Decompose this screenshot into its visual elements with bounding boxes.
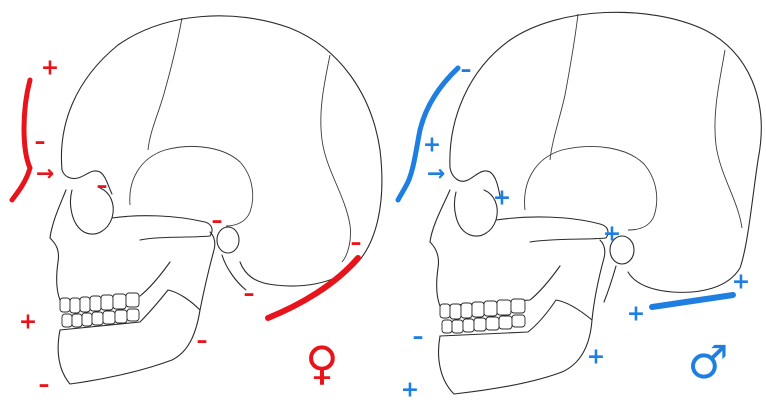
male-mark-mastoid: + [627, 302, 645, 327]
female-zygomatic [112, 216, 212, 240]
female-lambdoid-suture [321, 55, 351, 262]
female-mark-forehead: + [41, 56, 59, 81]
female-symbol-icon: ♀ [305, 336, 339, 390]
female-nasal [50, 190, 66, 262]
female-mark-chin: – [39, 373, 50, 398]
female-forehead-curve [12, 80, 30, 200]
female-mark-mastoid: – [244, 282, 255, 307]
female-mark-brow: – [35, 130, 46, 155]
male-mastoid [604, 266, 616, 302]
male-mark-zygomatic: + [603, 222, 621, 247]
male-mark-orbit: + [493, 186, 511, 211]
male-mark-chin: + [401, 378, 419, 403]
female-mastoid [222, 255, 246, 290]
female-mark-occipital: – [351, 231, 362, 256]
male-lambdoid-suture [715, 50, 742, 228]
male-orbit [455, 190, 498, 236]
male-mark-glabella-arrow: → [427, 162, 445, 187]
male-mark-mouth: – [413, 325, 424, 350]
female-coronal-suture [148, 18, 182, 150]
female-mark-zygomatic: – [212, 209, 223, 234]
male-mark-occipital: + [732, 270, 750, 295]
male-mark-brow: + [423, 133, 441, 158]
female-mark-glabella-arrow: → [36, 162, 54, 187]
male-mark-gonial: + [587, 345, 605, 370]
female-maxilla [57, 262, 170, 300]
female-skull [50, 16, 382, 384]
male-cranium-outline [450, 12, 761, 292]
male-coronal-suture [550, 14, 578, 160]
male-mark-forehead: – [461, 58, 472, 83]
male-annotations: – + → + + + – + + + ♂ [398, 58, 750, 403]
female-mark-mouth: + [19, 310, 37, 335]
male-symbol-icon: ♂ [687, 335, 728, 389]
female-mark-orbit: – [97, 174, 108, 199]
female-temporal-suture [130, 146, 253, 226]
female-mark-gonial: – [197, 329, 208, 354]
male-nasal [430, 190, 450, 268]
female-occipital-line [268, 258, 358, 318]
male-occipital-line [652, 295, 733, 307]
male-zygomatic [496, 217, 608, 242]
